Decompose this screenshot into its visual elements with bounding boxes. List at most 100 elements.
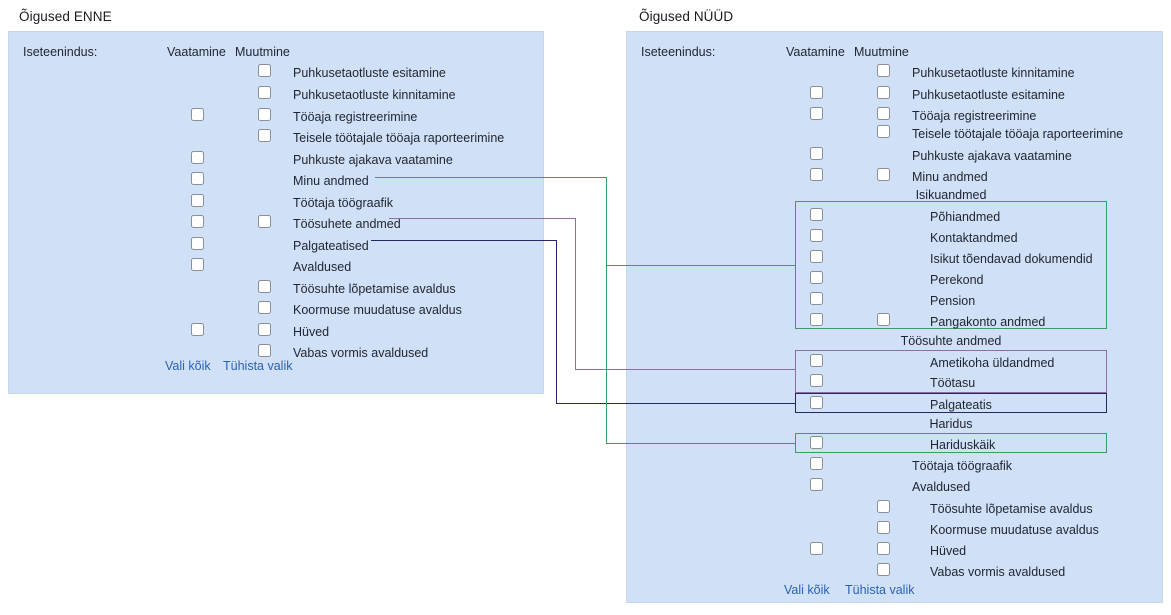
row-label-palgateatised: Palgateatised <box>293 239 369 253</box>
checkbox-view-tootaja-toograafik[interactable] <box>191 194 204 207</box>
row-label-puhkusetaotluste-esitamine: Puhkusetaotluste esitamine <box>293 66 446 80</box>
connector-palgateatised-seg2 <box>556 240 557 403</box>
checkbox-view-avaldused[interactable] <box>191 258 204 271</box>
checkbox-view-now-huved[interactable] <box>810 542 823 555</box>
checkbox-view-now-kontaktandmed[interactable] <box>810 229 823 242</box>
row-label-now-vabas-vormis-avaldused: Vabas vormis avaldused <box>930 565 1066 579</box>
checkbox-view-now-perekond[interactable] <box>810 271 823 284</box>
connector-minu-andmed-to-haridus-seg1 <box>606 265 607 443</box>
row-label-now-perekond: Perekond <box>930 273 984 287</box>
module-label-now: Iseteenindus: <box>641 45 716 59</box>
checkbox-edit-teisele-tootajale-tooaja-raporteerimine[interactable] <box>258 129 271 142</box>
row-label-tooaja-registreerimine: Tööaja registreerimine <box>293 110 418 124</box>
row-label-now-avaldused: Avaldused <box>912 480 971 494</box>
permissions-panel-before <box>8 31 544 394</box>
checkbox-edit-puhkusetaotluste-esitamine[interactable] <box>258 64 271 77</box>
checkbox-edit-now-minu-andmed[interactable] <box>877 168 890 181</box>
row-label-now-pension: Pension <box>930 294 976 308</box>
checkbox-edit-tooaja-registreerimine[interactable] <box>258 108 271 121</box>
checkbox-edit-now-pangakonto-andmed[interactable] <box>877 313 890 326</box>
row-label-now-puhkusetaotluste-kinnitamine: Puhkusetaotluste kinnitamine <box>912 66 1075 80</box>
checkbox-view-palgateatised[interactable] <box>191 237 204 250</box>
checkbox-view-tooaja-registreerimine[interactable] <box>191 108 204 121</box>
row-label-now-minu-andmed: Minu andmed <box>912 170 988 184</box>
checkbox-edit-koormuse-muudatuse-avaldus[interactable] <box>258 301 271 314</box>
column-header-view-before: Vaatamine <box>167 45 226 59</box>
checkbox-edit-puhkusetaotluste-kinnitamine[interactable] <box>258 86 271 99</box>
row-label-toosuhete-andmed: Töösuhete andmed <box>293 217 401 231</box>
column-header-edit-now: Muutmine <box>854 45 909 59</box>
row-label-now-palgateatis: Palgateatis <box>930 398 992 412</box>
row-label-now-koormuse-muudatuse-avaldus: Koormuse muudatuse avaldus <box>930 523 1099 537</box>
checkbox-edit-vabas-vormis-avaldused[interactable] <box>258 344 271 357</box>
checkbox-view-toosuhete-andmed[interactable] <box>191 215 204 228</box>
checkbox-view-now-tootaja-toograafik[interactable] <box>810 457 823 470</box>
checkbox-view-now-tooaja-registreerimine[interactable] <box>810 107 823 120</box>
row-label-now-kontaktandmed: Kontaktandmed <box>930 231 1018 245</box>
row-label-teisele-tootajale-tooaja-raporteerimine: Teisele töötajale tööaja raporteerimine <box>293 131 505 145</box>
checkbox-view-now-avaldused[interactable] <box>810 478 823 491</box>
row-label-now-tootasu: Töötasu <box>930 376 976 390</box>
row-label-huved: Hüved <box>293 325 330 339</box>
column-header-view-now: Vaatamine <box>786 45 845 59</box>
module-label-before: Iseteenindus: <box>23 45 98 59</box>
checkbox-edit-toosuhete-andmed[interactable] <box>258 215 271 228</box>
checkbox-view-now-puhkuste-ajakava-vaatamine[interactable] <box>810 147 823 160</box>
permissions-panel-now <box>626 31 1163 603</box>
checkbox-view-now-minu-andmed[interactable] <box>810 168 823 181</box>
clear-selection-link-now[interactable]: Tühista valik <box>845 583 915 597</box>
row-label-avaldused: Avaldused <box>293 260 352 274</box>
checkbox-view-puhkuste-ajakava-vaatamine[interactable] <box>191 151 204 164</box>
checkbox-edit-now-puhkusetaotluste-esitamine[interactable] <box>877 86 890 99</box>
checkbox-view-now-isikut-toendavad-dokumendid[interactable] <box>810 250 823 263</box>
checkbox-view-now-tootasu[interactable] <box>810 374 823 387</box>
page-title-before: Õigused ENNE <box>19 9 112 24</box>
row-label-now-isikut-toendavad-dokumendid: Isikut tõendavad dokumendid <box>930 252 1093 266</box>
clear-selection-link-before[interactable]: Tühista valik <box>223 359 293 373</box>
group-header-haridus: Haridus <box>929 417 973 431</box>
checkbox-view-now-puhkusetaotluste-esitamine[interactable] <box>810 86 823 99</box>
checkbox-view-now-hariduskaik[interactable] <box>810 436 823 449</box>
row-label-now-toosuhte-lopetamise-avaldus: Töösuhte lõpetamise avaldus <box>930 502 1093 516</box>
checkbox-edit-now-puhkusetaotluste-kinnitamine[interactable] <box>877 64 890 77</box>
checkbox-edit-now-vabas-vormis-avaldused[interactable] <box>877 563 890 576</box>
row-label-now-huved: Hüved <box>930 544 967 558</box>
row-label-koormuse-muudatuse-avaldus: Koormuse muudatuse avaldus <box>293 303 462 317</box>
checkbox-edit-now-toosuhte-lopetamise-avaldus[interactable] <box>877 500 890 513</box>
checkbox-view-now-pangakonto-andmed[interactable] <box>810 313 823 326</box>
checkbox-view-now-pension[interactable] <box>810 292 823 305</box>
row-label-now-puhkuste-ajakava-vaatamine: Puhkuste ajakava vaatamine <box>912 149 1072 163</box>
row-label-now-hariduskaik: Hariduskäik <box>930 438 996 452</box>
row-label-toosuhte-lopetamise-avaldus: Töösuhte lõpetamise avaldus <box>293 282 456 296</box>
row-label-minu-andmed: Minu andmed <box>293 174 369 188</box>
column-header-edit-before: Muutmine <box>235 45 290 59</box>
select-all-link-before[interactable]: Vali kõik <box>165 359 211 373</box>
connector-palgateatised-seg3 <box>556 403 796 404</box>
connector-palgateatised-seg1 <box>371 240 557 241</box>
row-label-now-pangakonto-andmed: Pangakonto andmed <box>930 315 1046 329</box>
row-label-puhkuste-ajakava-vaatamine: Puhkuste ajakava vaatamine <box>293 153 453 167</box>
checkbox-edit-now-koormuse-muudatuse-avaldus[interactable] <box>877 521 890 534</box>
checkbox-view-now-pohiandmed[interactable] <box>810 208 823 221</box>
connector-toosuhete-andmed-seg3 <box>575 369 796 370</box>
row-label-now-ametikoha-uldandmed: Ametikoha üldandmed <box>930 356 1055 370</box>
connector-minu-andmed-to-isikuandmed-seg1 <box>375 177 606 178</box>
select-all-link-now[interactable]: Vali kõik <box>784 583 830 597</box>
checkbox-edit-huved[interactable] <box>258 323 271 336</box>
checkbox-edit-toosuhte-lopetamise-avaldus[interactable] <box>258 280 271 293</box>
group-header-isikuandmed: Isikuandmed <box>915 188 987 202</box>
row-label-now-tootaja-toograafik: Töötaja töögraafik <box>912 459 1013 473</box>
checkbox-view-huved[interactable] <box>191 323 204 336</box>
row-label-vabas-vormis-avaldused: Vabas vormis avaldused <box>293 346 429 360</box>
connector-toosuhete-andmed-seg1 <box>389 218 576 219</box>
checkbox-view-now-palgateatis[interactable] <box>810 396 823 409</box>
page-title-now: Õigused NÜÜD <box>639 9 734 24</box>
checkbox-edit-now-huved[interactable] <box>877 542 890 555</box>
connector-minu-andmed-to-isikuandmed-seg3 <box>606 265 796 266</box>
checkbox-edit-now-tooaja-registreerimine[interactable] <box>877 107 890 120</box>
checkbox-view-minu-andmed[interactable] <box>191 172 204 185</box>
group-box-toosuhte-andmed <box>795 350 1107 393</box>
checkbox-view-now-ametikoha-uldandmed[interactable] <box>810 354 823 367</box>
checkbox-edit-now-teisele-tootajale-tooaja-raporteerimine[interactable] <box>877 125 890 138</box>
connector-minu-andmed-to-haridus-seg2 <box>606 443 796 444</box>
